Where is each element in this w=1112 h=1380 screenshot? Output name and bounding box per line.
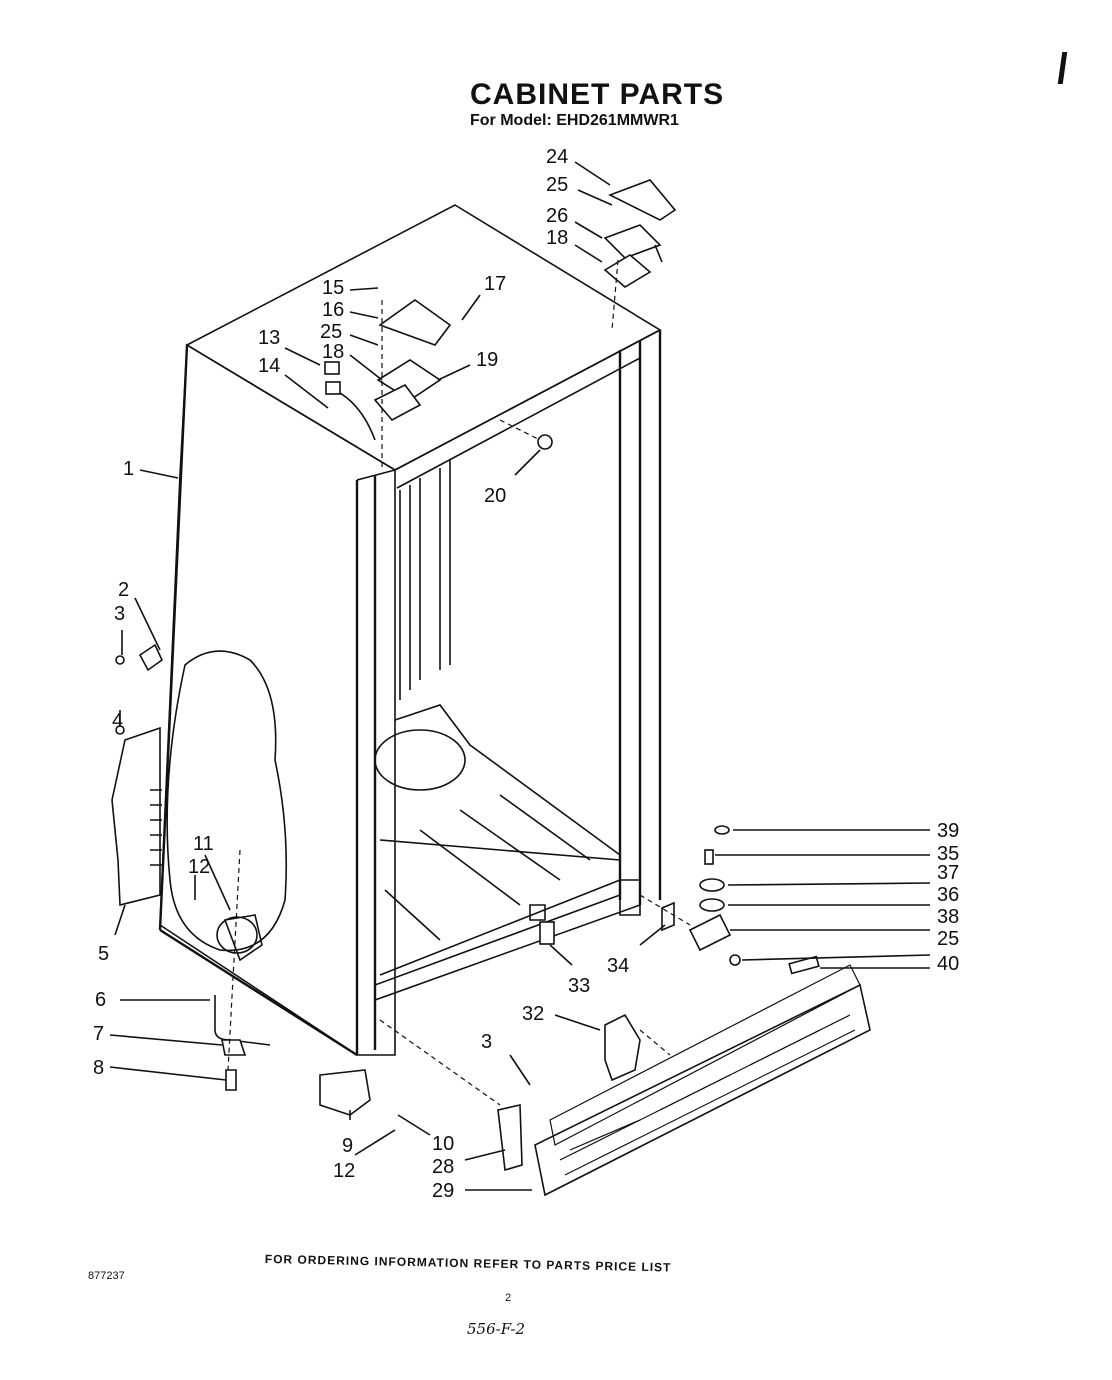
callout-8: 8 (93, 1057, 104, 1079)
callout-18: 18 (546, 227, 568, 249)
bracket-2 (115, 643, 164, 672)
callout-14: 14 (258, 355, 280, 377)
callout-34: 34 (607, 955, 629, 977)
part-40 (788, 955, 820, 975)
callout-18b: 18 (322, 341, 344, 363)
callout-2: 2 (118, 579, 129, 601)
callout-4: 4 (112, 710, 123, 732)
hinge-9 (319, 1069, 371, 1116)
leader-lines (109, 161, 931, 1191)
callout-40: 40 (937, 953, 959, 975)
hinge-plate-18-top (603, 254, 652, 288)
wire-harness-14 (325, 381, 376, 441)
document-number: 877237 (88, 1270, 125, 1282)
hinge-cover-24 (608, 179, 677, 221)
callout-26: 26 (546, 205, 568, 227)
plug-20 (499, 419, 553, 450)
callout-29: 29 (432, 1180, 454, 1202)
callout-11: 11 (193, 833, 214, 855)
clip-7 (221, 1039, 247, 1056)
callout-39: 39 (937, 820, 959, 842)
grille-29 (534, 964, 871, 1197)
switch-13 (324, 361, 340, 375)
hinge-26 (603, 224, 663, 263)
callout-35: 35 (937, 843, 959, 865)
callout-17: 17 (484, 273, 506, 295)
hinge-plate-18 (373, 383, 422, 422)
callout-37: 37 (937, 862, 959, 884)
part-32 (604, 1013, 641, 1082)
callout-3: 3 (114, 603, 125, 625)
handwritten-note: 556-F-2 (467, 1320, 526, 1338)
screw-8 (225, 1069, 237, 1091)
callout-32: 32 (522, 1003, 544, 1025)
hinge-cover-16 (378, 299, 452, 346)
hinge-stack-35-39 (688, 825, 741, 966)
model-line: For Model: EHD261MMWR1 (470, 112, 679, 129)
page-number: 2 (505, 1292, 512, 1304)
callout-36: 36 (937, 884, 959, 906)
callout-10: 10 (432, 1133, 454, 1155)
callout-3b: 3 (481, 1031, 492, 1053)
callout-24: 24 (546, 146, 568, 168)
part-33 (539, 921, 555, 945)
callout-6: 6 (95, 989, 106, 1011)
callout-19: 19 (476, 349, 498, 371)
callout-9: 9 (342, 1135, 353, 1157)
callout-labels: 24 25 26 18 15 16 17 25 13 18 19 14 1 20… (93, 146, 959, 1202)
callout-5: 5 (98, 943, 109, 965)
callout-38: 38 (937, 906, 959, 928)
panel-5 (111, 725, 162, 907)
callout-33: 33 (568, 975, 590, 997)
callout-12: 12 (188, 856, 210, 878)
callout-20: 20 (484, 485, 506, 507)
callout-7: 7 (93, 1023, 104, 1045)
callout-25c: 25 (937, 928, 959, 950)
page-title: CABINET PARTS (470, 78, 725, 111)
callout-15: 15 (322, 277, 344, 299)
callout-25b: 25 (320, 321, 342, 343)
tube-6 (214, 995, 271, 1046)
callout-28: 28 (432, 1156, 454, 1178)
callout-12b: 12 (333, 1160, 355, 1182)
callout-13: 13 (258, 327, 280, 349)
callout-25: 25 (546, 174, 568, 196)
bracket-28 (497, 1104, 523, 1172)
callout-1: 1 (123, 458, 134, 480)
callout-16: 16 (322, 299, 344, 321)
